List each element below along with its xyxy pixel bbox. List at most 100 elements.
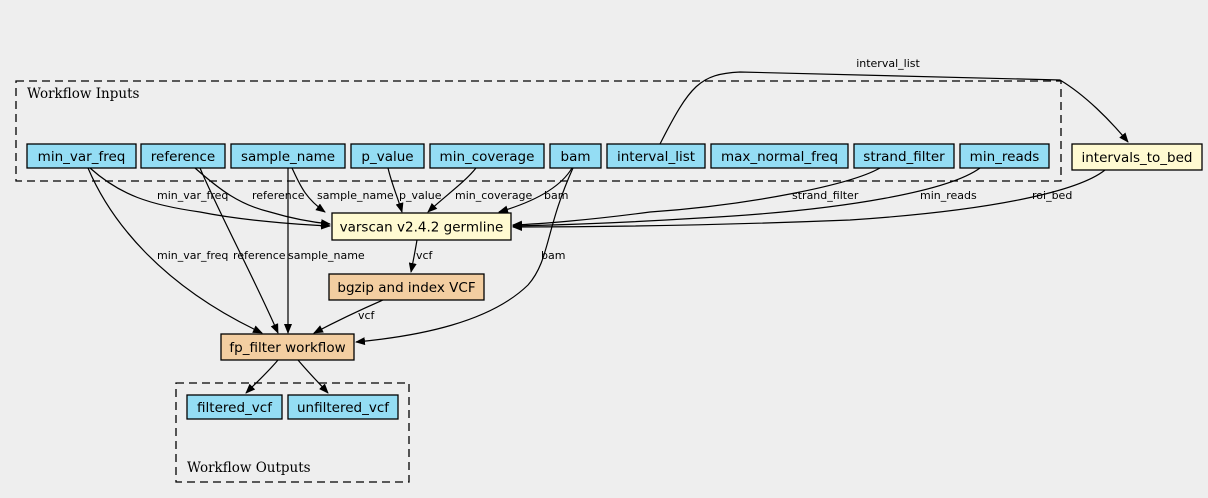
edge-varscan-to-bgzip: vcf: [408, 239, 434, 273]
edge-path: [313, 299, 384, 334]
edge-fp_filter-to-unfiltered_vcf: [297, 359, 329, 394]
node-box: [350, 143, 425, 169]
node-label: interval_list: [617, 149, 695, 165]
node-label: p_value: [361, 149, 413, 165]
edge-reference-to-varscan: reference: [194, 167, 331, 228]
edge-intervals_to_bed-to-varscan: roi_bed: [512, 169, 1106, 231]
edge-label: sample_name: [288, 249, 365, 262]
edge-strand_filter-to-varscan: strand_filter: [512, 167, 881, 229]
cluster-inputs-title: Workflow Inputs: [27, 86, 139, 102]
edge-path: [387, 167, 404, 213]
cluster-outputs-title: Workflow Outputs: [187, 460, 311, 476]
node-bgzip[interactable]: bgzip and index VCF: [328, 273, 485, 301]
node-intervals-to-bed[interactable]: intervals_to_bed: [1071, 143, 1203, 171]
node-filtered-vcf[interactable]: filtered_vcf: [186, 394, 283, 420]
edge-label: bam: [541, 249, 565, 262]
edge-path: [89, 167, 331, 230]
node-label: filtered_vcf: [197, 400, 273, 416]
node-label: reference: [151, 149, 215, 165]
edge-sample_name-to-fp_filter: sample_name: [284, 168, 365, 334]
edge-path: [512, 167, 981, 230]
node-reference[interactable]: reference: [140, 143, 226, 169]
node-label: fp_filter workflow: [229, 340, 345, 356]
node-p-value[interactable]: p_value: [350, 143, 425, 169]
node-label: unfiltered_vcf: [297, 400, 390, 416]
edge-path: [512, 167, 881, 229]
node-box: [186, 394, 283, 420]
edge-label: vcf: [416, 249, 434, 262]
edge-label: reference: [233, 249, 286, 262]
edge-path: [245, 359, 279, 394]
node-fp-filter[interactable]: fp_filter workflow: [220, 333, 355, 361]
edge-min_coverage-to-varscan: min_coverage: [427, 167, 533, 213]
edge-path: [87, 167, 263, 334]
cluster-inputs-border: [15, 80, 1062, 182]
node-box: [220, 333, 355, 361]
node-label: bgzip and index VCF: [337, 280, 475, 296]
edge-reference-to-fp_filter: reference: [199, 167, 286, 334]
node-box: [230, 143, 346, 169]
node-label: min_reads: [970, 149, 1040, 165]
node-min-coverage[interactable]: min_coverage: [429, 143, 545, 169]
node-label: varscan v2.4.2 germline: [340, 220, 504, 236]
cluster-outputs: Workflow Outputs: [175, 382, 410, 483]
edge-path: [291, 167, 326, 213]
node-label: min_var_freq: [38, 149, 126, 165]
node-box: [549, 143, 602, 169]
edge-label: interval_list: [856, 57, 920, 70]
node-interval-list[interactable]: interval_list: [606, 143, 706, 169]
edge-p_value-to-varscan: p_value: [387, 167, 442, 213]
node-bam[interactable]: bam: [549, 143, 602, 169]
edge-label: roi_bed: [1032, 189, 1072, 202]
edge-interval_list-to-intervals_to_bed: interval_list: [659, 57, 1129, 145]
cluster-inputs: Workflow Inputs: [15, 80, 1062, 182]
node-label: strand_filter: [863, 149, 945, 165]
node-box: [606, 143, 706, 169]
node-unfiltered-vcf[interactable]: unfiltered_vcf: [287, 394, 399, 420]
node-varscan[interactable]: varscan v2.4.2 germline: [331, 212, 512, 241]
edge-path: [297, 359, 329, 394]
edge-label: min_reads: [920, 189, 977, 202]
node-label: bam: [561, 149, 591, 165]
edge-path: [408, 239, 418, 273]
edge-path: [427, 167, 477, 213]
node-box: [1071, 143, 1203, 171]
node-box: [328, 273, 485, 301]
edge-label: sample_name: [317, 189, 394, 202]
edge-bam-to-varscan: bam: [498, 167, 573, 214]
edge-path: [355, 167, 574, 346]
edge-path: [194, 167, 331, 228]
node-max-normal-freq[interactable]: max_normal_freq: [710, 143, 849, 169]
node-min-var-freq[interactable]: min_var_freq: [26, 143, 137, 169]
node-box: [710, 143, 849, 169]
edge-sample_name-to-varscan: sample_name: [291, 167, 394, 213]
node-label: max_normal_freq: [721, 149, 838, 165]
edge-min_reads-to-varscan: min_reads: [512, 167, 981, 230]
edge-label: min_var_freq: [157, 249, 228, 262]
edge-label: min_var_freq: [157, 189, 228, 202]
edge-path: [512, 169, 1106, 231]
edge-label: vcf: [358, 309, 376, 322]
node-min-reads[interactable]: min_reads: [959, 143, 1050, 169]
node-label: sample_name: [241, 149, 335, 165]
edge-path: [659, 71, 1129, 145]
node-box: [959, 143, 1050, 169]
cluster-outputs-border: [175, 382, 410, 483]
node-label: intervals_to_bed: [1082, 150, 1193, 166]
edge-bgzip-to-fp_filter: vcf: [313, 299, 384, 334]
edge-label: min_coverage: [455, 189, 533, 202]
edge-label: reference: [252, 189, 305, 202]
node-strand-filter[interactable]: strand_filter: [853, 143, 955, 169]
edge-label: p_value: [399, 189, 442, 202]
node-label: min_coverage: [440, 149, 535, 165]
edge-min_var_freq-to-fp_filter: min_var_freq: [87, 167, 263, 334]
edge-label: strand_filter: [792, 189, 859, 202]
node-box: [287, 394, 399, 420]
edge-path: [199, 167, 279, 334]
node-box: [26, 143, 137, 169]
node-box: [331, 212, 512, 241]
edge-path: [498, 167, 573, 214]
node-sample-name[interactable]: sample_name: [230, 143, 346, 169]
node-box: [853, 143, 955, 169]
